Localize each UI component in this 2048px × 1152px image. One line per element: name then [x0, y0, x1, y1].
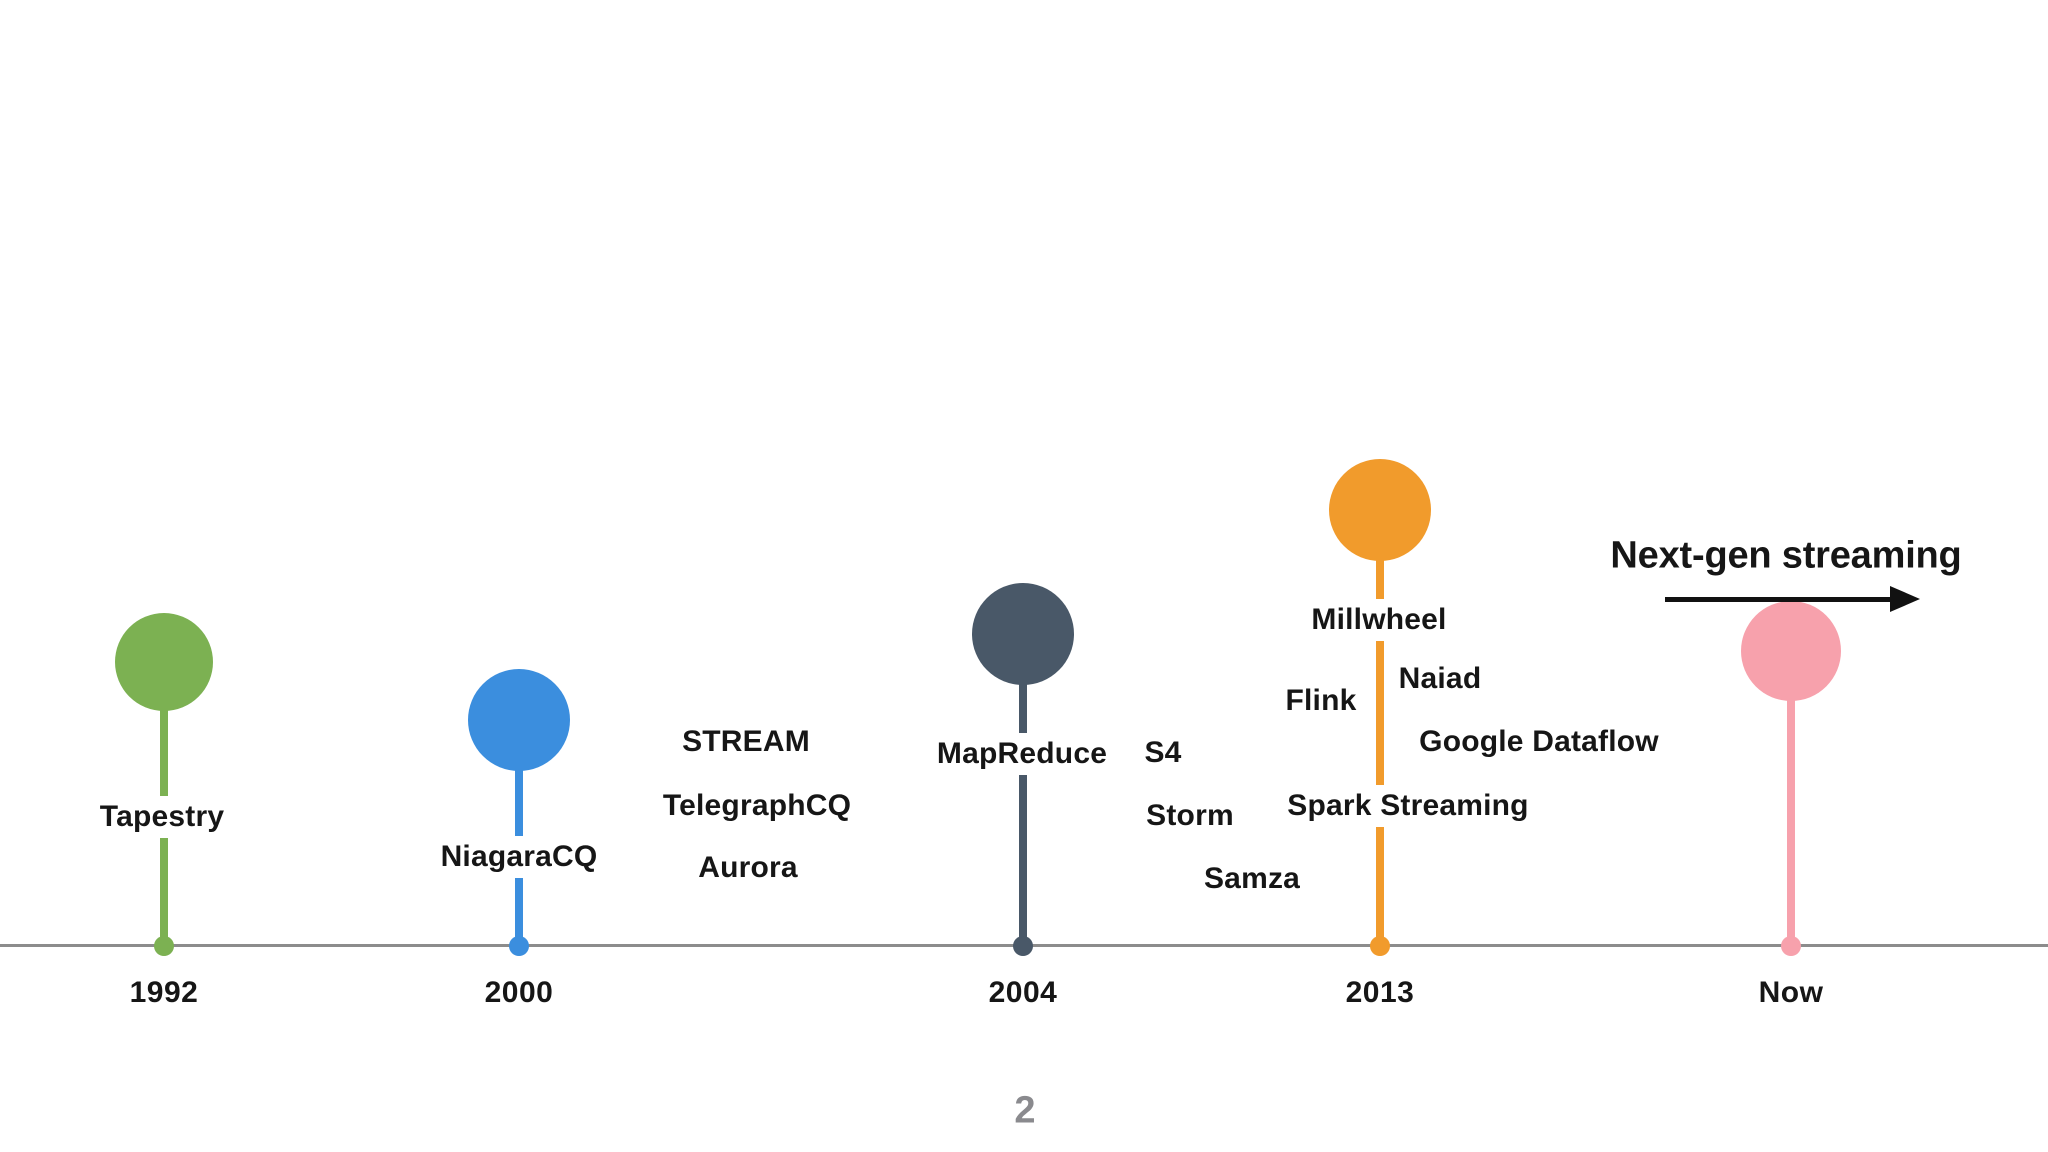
- right-arrow-icon: [1665, 597, 1890, 602]
- event-label: Storm: [1137, 795, 1243, 837]
- event-label: Google Dataflow: [1410, 721, 1668, 763]
- timeline-marker-circle: [1741, 601, 1841, 701]
- event-label: S4: [1135, 732, 1191, 774]
- timeline-stem: [515, 720, 523, 945]
- year-label: Now: [1758, 976, 1824, 1009]
- event-label: TelegraphCQ: [653, 785, 861, 827]
- event-label: MapReduce: [927, 733, 1117, 775]
- year-label: 2004: [988, 976, 1058, 1009]
- timeline-marker-circle: [468, 669, 570, 771]
- event-label: Aurora: [689, 847, 807, 889]
- timeline-axis-dot: [154, 936, 174, 956]
- timeline-axis-dot: [1013, 936, 1033, 956]
- timeline-marker-circle: [1329, 459, 1431, 561]
- next-gen-heading: Next-gen streaming: [1610, 534, 1962, 577]
- timeline-axis-dot: [1781, 936, 1801, 956]
- event-label: Spark Streaming: [1278, 785, 1538, 827]
- event-label: Samza: [1194, 858, 1310, 900]
- timeline-stem: [1787, 651, 1795, 945]
- year-label: 1992: [129, 976, 199, 1009]
- event-label: Flink: [1276, 680, 1366, 722]
- event-label: STREAM: [673, 721, 819, 763]
- event-label: Naiad: [1389, 658, 1491, 700]
- timeline-marker-circle: [115, 613, 213, 711]
- right-arrow-head-icon: [1890, 586, 1920, 612]
- event-label: NiagaraCQ: [431, 836, 607, 878]
- timeline-marker-circle: [972, 583, 1074, 685]
- timeline-axis-dot: [509, 936, 529, 956]
- page-number: 2: [1014, 1089, 1036, 1132]
- year-label: 2000: [484, 976, 554, 1009]
- timeline-stem: [1019, 634, 1027, 945]
- timeline-stem: [1376, 510, 1384, 945]
- timeline-axis-dot: [1370, 936, 1390, 956]
- event-label: Millwheel: [1302, 599, 1456, 641]
- event-label: Tapestry: [90, 796, 234, 838]
- year-label: 2013: [1345, 976, 1415, 1009]
